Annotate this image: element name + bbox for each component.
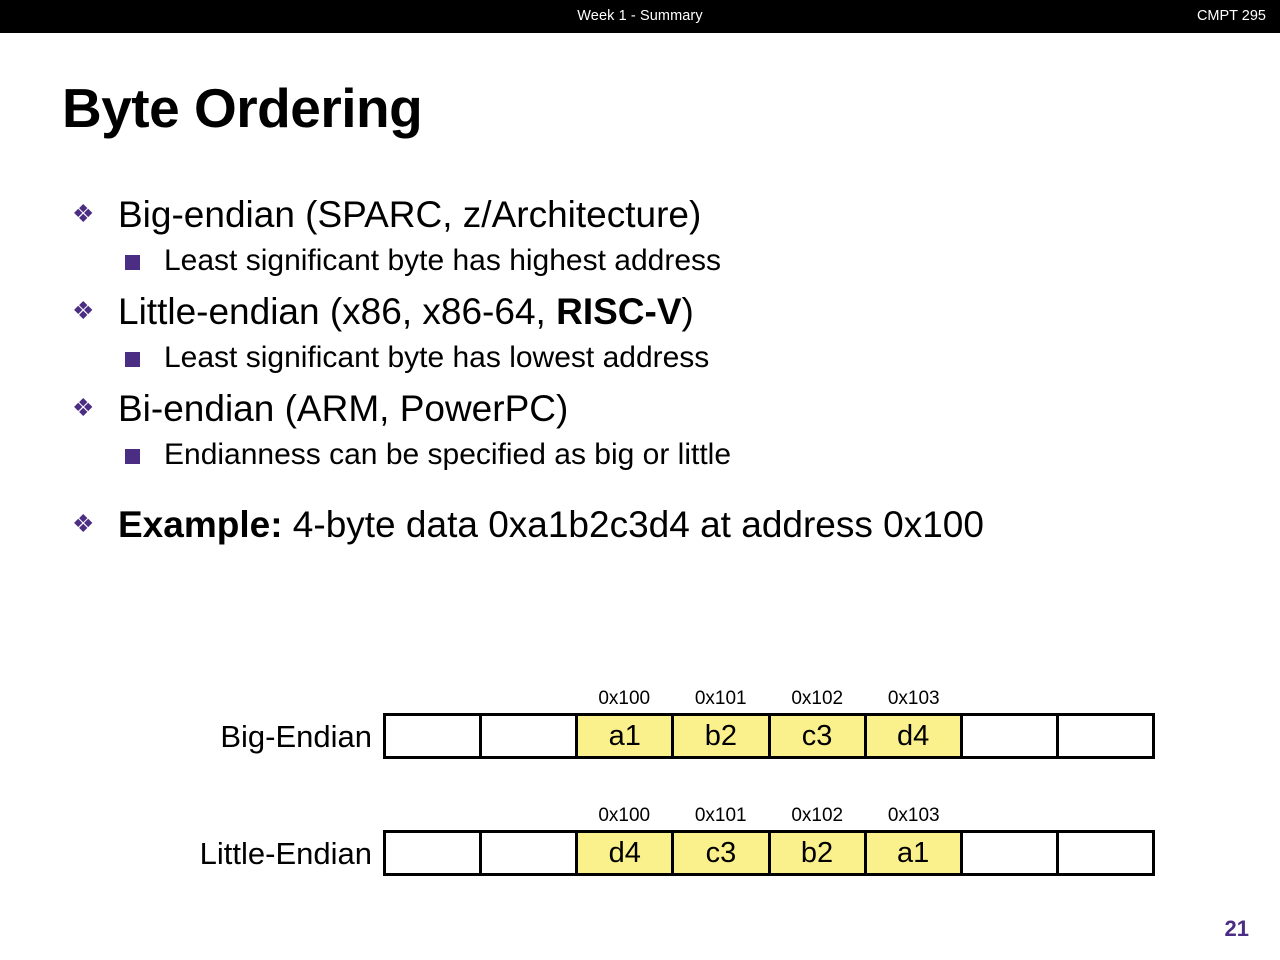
byte-cell: d4 [578,833,675,873]
square-bullet-icon [125,352,140,367]
byte-cell [1058,716,1152,756]
address-label: 0x102 [791,688,844,709]
header-deck-title: Week 1 - Summary [577,8,703,24]
byte-cell [962,716,1059,756]
bullet-item-little-endian: ❖ Little-endian (x86, x86-64, RISC-V) [62,293,1222,330]
page-title: Byte Ordering [62,77,423,139]
sub-bullet-bi-endian-detail: Endianness can be specified as big or li… [62,440,1222,470]
diamond-bullet-icon: ❖ [72,510,95,538]
example-description: 4-byte data 0xa1b2c3d4 at address 0x100 [282,504,984,545]
little-endian-address-labels: 0x100 0x101 0x102 0x103 [383,803,1155,829]
address-label: 0x102 [791,805,844,826]
bullet-text: Bi-endian (ARM, PowerPC) [118,388,569,429]
byte-cell [482,716,579,756]
square-bullet-icon [125,449,140,464]
byte-cell [482,833,579,873]
bullet-text-tail: ) [681,291,694,332]
bullet-text: Little-endian (x86, x86-64, [118,291,557,332]
byte-cell [386,833,483,873]
byte-cell: b2 [674,716,771,756]
little-endian-row-label: Little-Endian [199,836,372,871]
address-label: 0x103 [887,688,940,709]
byte-cell: d4 [866,716,963,756]
little-endian-byte-table: d4 c3 b2 a1 [383,830,1155,876]
big-endian-byte-table: a1 b2 c3 d4 [383,713,1155,759]
sub-bullet-little-endian-detail: Least significant byte has lowest addres… [62,343,1222,373]
sub-bullet-big-endian-detail: Least significant byte has highest addre… [62,246,1222,276]
square-bullet-icon [125,255,140,270]
address-label: 0x103 [887,805,940,826]
sub-bullet-text: Least significant byte has lowest addres… [164,341,710,374]
header-course-code: CMPT 295 [1196,8,1266,24]
bullet-item-big-endian: ❖ Big-endian (SPARC, z/Architecture) [62,196,1222,233]
address-label: 0x100 [598,805,651,826]
sub-bullet-text: Endianness can be specified as big or li… [164,438,732,471]
bullet-item-example: ❖ Example: 4-byte data 0xa1b2c3d4 at add… [62,506,1222,543]
bullet-text: Big-endian (SPARC, z/Architecture) [118,194,702,235]
byte-cell: a1 [866,833,963,873]
byte-cell: c3 [674,833,771,873]
big-endian-row-label: Big-Endian [220,719,372,754]
slide-header-bar: Week 1 - Summary CMPT 295 [0,0,1280,33]
address-label: 0x101 [694,688,747,709]
diamond-bullet-icon: ❖ [72,297,95,325]
diamond-bullet-icon: ❖ [72,200,95,228]
diamond-bullet-icon: ❖ [72,394,95,422]
byte-cell: c3 [770,716,867,756]
bullet-item-bi-endian: ❖ Bi-endian (ARM, PowerPC) [62,390,1222,427]
byte-cell [386,716,483,756]
byte-cell: a1 [578,716,675,756]
address-label: 0x100 [598,688,651,709]
sub-bullet-text: Least significant byte has highest addre… [164,244,722,277]
address-label: 0x101 [694,805,747,826]
byte-cell [962,833,1059,873]
big-endian-address-labels: 0x100 0x101 0x102 0x103 [383,686,1155,712]
bullet-text-emphasis: RISC-V [556,291,682,332]
byte-cell [1058,833,1152,873]
slide-page-number: 21 [1224,916,1249,941]
example-label: Example: [118,504,283,545]
bullet-list: ❖ Big-endian (SPARC, z/Architecture) Lea… [62,196,1222,556]
byte-cell: b2 [770,833,867,873]
